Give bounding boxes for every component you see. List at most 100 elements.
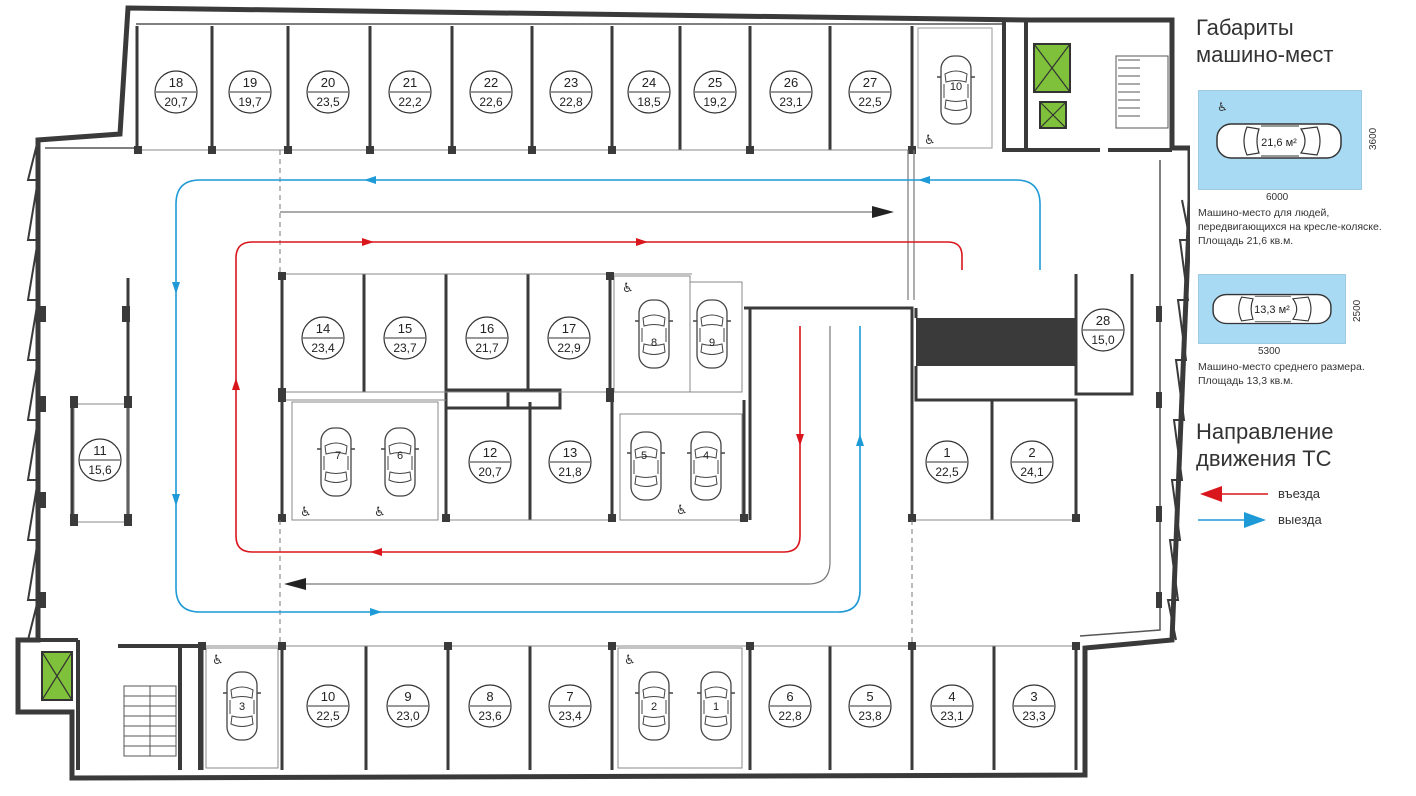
parking-spot-28: 28 15,0 (1081, 308, 1125, 352)
small-car-spot-5: 5 (641, 450, 647, 462)
parking-spot-23: 23 22,8 (549, 70, 593, 114)
parking-spot-9: 923,0 (386, 684, 430, 728)
spot-area: 22,8 (778, 709, 802, 723)
small-car-spot-1: 1 (713, 701, 719, 713)
entry-arrow-icon (1200, 486, 1268, 502)
spot-number: 28 (1096, 313, 1110, 328)
medium-spot-area-label: 13,3 м² (1254, 304, 1290, 316)
spot-number: 9 (404, 689, 411, 704)
large-spot-area-label: 21,6 м² (1261, 137, 1297, 149)
spot-number: 14 (316, 321, 330, 336)
parking-spot-14: 14 23,4 (301, 316, 345, 360)
svg-text:♿: ♿ (212, 653, 224, 668)
parking-spot-3: 323,3 (1012, 684, 1056, 728)
parking-spot-20: 20 23,5 (306, 70, 350, 114)
spot-number: 6 (786, 689, 793, 704)
spot-area: 19,7 (238, 95, 262, 109)
large-spot-length: 6000 (1266, 192, 1289, 203)
parking-spot-16: 16 21,7 (465, 316, 509, 360)
spot-number: 19 (243, 75, 257, 90)
small-car-spot-7: 7 (335, 450, 341, 462)
direction-title-line1: Направление (1196, 419, 1334, 444)
spot-area: 18,5 (637, 95, 661, 109)
spot-number: 25 (708, 75, 722, 90)
spot-area: 15,6 (88, 463, 112, 477)
spot-area: 23,4 (558, 709, 582, 723)
spot-number: 27 (863, 75, 877, 90)
medium-spot-description: Машино-место среднего размера. Площадь 1… (1198, 360, 1365, 388)
small-car-spot-3: 3 (239, 701, 245, 713)
spot-area: 23,8 (858, 709, 882, 723)
spot-area: 23,0 (396, 709, 420, 723)
spot-number: 11 (93, 443, 107, 458)
exit-legend: выезда (1198, 510, 1408, 530)
spot-area: 24,1 (1020, 465, 1044, 479)
svg-text:♿: ♿ (924, 133, 936, 148)
spot-area: 22,9 (557, 341, 581, 355)
spot-area: 22,8 (559, 95, 583, 109)
spot-number: 8 (486, 689, 493, 704)
parking-spot-25: 25 19,2 (693, 70, 737, 114)
spot-area: 23,4 (311, 341, 335, 355)
spot-area: 20,7 (164, 95, 188, 109)
parking-spot-24: 24 18,5 (627, 70, 671, 114)
spot-number: 23 (564, 75, 578, 90)
spot-number: 21 (403, 75, 417, 90)
legend-panel: Габариты машино-мест ♿ 21,6 м² 3600 6000… (1196, 0, 1416, 796)
parking-spot-5: 523,8 (848, 684, 892, 728)
svg-text:♿: ♿ (622, 281, 634, 296)
spot-area: 21,8 (558, 465, 582, 479)
small-car-spot-8: 8 (651, 337, 657, 349)
small-car-spot-10: 10 (950, 81, 962, 93)
svg-text:♿: ♿ (624, 653, 636, 668)
direction-title-line2: движения ТС (1196, 446, 1332, 471)
spot-number: 26 (784, 75, 798, 90)
large-spot-description: Машино-место для людей, передвигающихся … (1198, 206, 1382, 248)
small-car-spot-2: 2 (651, 701, 657, 713)
svg-text:♿: ♿ (374, 505, 386, 520)
spot-number: 16 (480, 321, 494, 336)
spot-area: 22,2 (398, 95, 422, 109)
spot-area: 15,0 (1091, 333, 1115, 347)
spot-number: 18 (169, 75, 183, 90)
spot-number: 2 (1028, 445, 1035, 460)
direction-title: Направление движения ТС (1196, 418, 1333, 472)
medium-spot-sample: 13,3 м² (1198, 274, 1346, 344)
parking-spot-11: 11 15,6 (78, 438, 122, 482)
spot-number: 5 (866, 689, 873, 704)
spot-number: 10 (321, 689, 335, 704)
spot-number: 24 (642, 75, 656, 90)
spot-area: 23,1 (779, 95, 803, 109)
spot-area: 21,7 (475, 341, 499, 355)
parking-spot-19: 19 19,7 (228, 70, 272, 114)
parking-spot-26: 26 23,1 (769, 70, 813, 114)
spot-area: 22,5 (316, 709, 340, 723)
small-car-spot-6: 6 (397, 450, 403, 462)
large-desc-line3: Площадь 21,6 кв.м. (1198, 235, 1294, 247)
parking-spot-2: 224,1 (1010, 440, 1054, 484)
spot-number: 20 (321, 75, 335, 90)
spot-area: 19,2 (703, 95, 727, 109)
medium-spot-width: 2500 (1352, 299, 1363, 322)
parking-spot-8: 823,6 (468, 684, 512, 728)
parking-spot-10: 10 22,5 (306, 684, 350, 728)
spot-area: 23,1 (940, 709, 964, 723)
parking-spot-1: 122,5 (925, 440, 969, 484)
medium-spot-length: 5300 (1258, 346, 1281, 357)
spot-area: 23,5 (316, 95, 340, 109)
large-spot-sample: ♿ 21,6 м² (1198, 90, 1362, 190)
large-desc-line1: Машино-место для людей, (1198, 207, 1330, 219)
spot-area: 22,6 (479, 95, 503, 109)
svg-text:♿: ♿ (676, 503, 688, 518)
legend-title: Габариты машино-мест (1196, 14, 1333, 68)
parking-spot-21: 21 22,2 (388, 70, 432, 114)
parking-spot-18: 18 20,7 (154, 70, 198, 114)
wheelchair-icon: ♿ (1217, 100, 1228, 114)
spot-area: 23,6 (478, 709, 502, 723)
spot-number: 1 (943, 445, 950, 460)
large-desc-line2: передвигающихся на кресле-коляске. (1198, 221, 1382, 233)
spot-number: 7 (566, 689, 573, 704)
